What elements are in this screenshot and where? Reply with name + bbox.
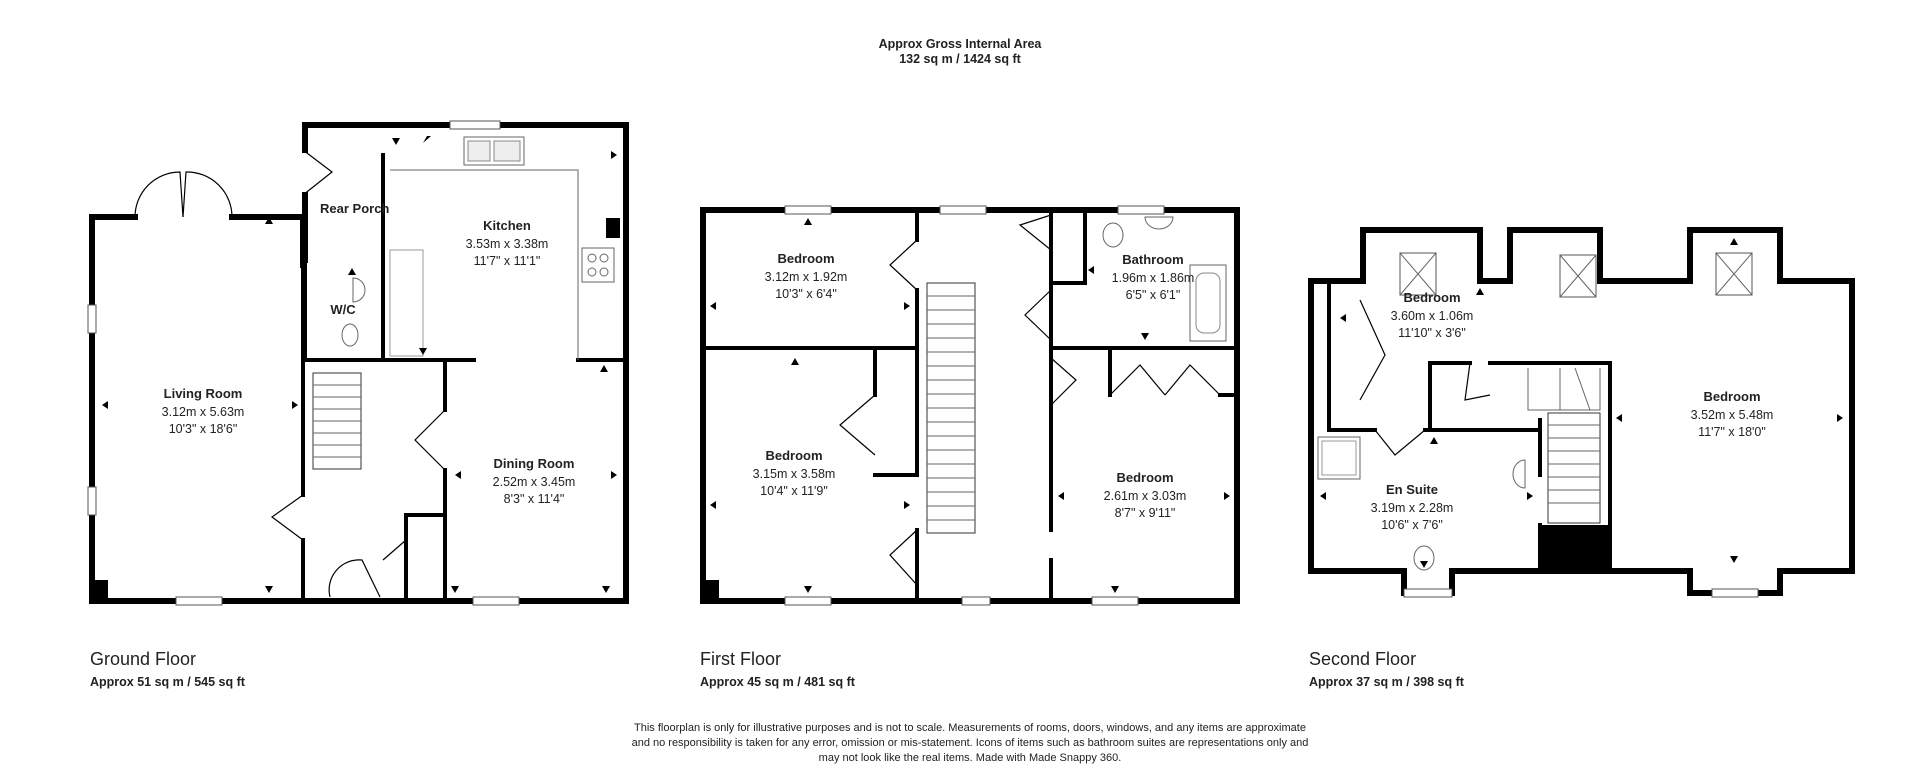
room-bedroom-3-metric: 2.61m x 3.03m	[1104, 489, 1187, 503]
room-bedroom-3-name: Bedroom	[1116, 470, 1173, 485]
room-ensuite-metric: 3.19m x 2.28m	[1371, 501, 1454, 515]
first-floor-title: First Floor	[700, 649, 781, 669]
room-dining-imperial: 8'3" x 11'4"	[504, 492, 565, 506]
room-kitchen-metric: 3.53m x 3.38m	[466, 237, 549, 251]
room-ensuite-imperial: 10'6" x 7'6"	[1381, 518, 1443, 532]
disclaimer-line-3: may not look like the real items. Made w…	[819, 752, 1122, 764]
room-bedroom-small-metric: 3.60m x 1.06m	[1391, 309, 1474, 323]
first-floor-area: Approx 45 sq m / 481 sq ft	[700, 675, 856, 689]
second-floor-plan	[1308, 227, 1855, 598]
room-bedroom-small-name: Bedroom	[1403, 290, 1460, 305]
room-living-imperial: 10'3" x 18'6"	[169, 422, 238, 436]
room-bedroom-2-imperial: 10'4" x 11'9"	[760, 484, 828, 498]
room-kitchen-name: Kitchen	[483, 218, 531, 233]
room-bedroom-large-name: Bedroom	[1703, 389, 1760, 404]
gross-area-label: Approx Gross Internal Area	[879, 37, 1043, 51]
room-dining-metric: 2.52m x 3.45m	[493, 475, 576, 489]
room-bedroom-2-name: Bedroom	[765, 448, 822, 463]
ground-floor-area: Approx 51 sq m / 545 sq ft	[90, 675, 246, 689]
room-rear-porch-name: Rear Porch	[320, 201, 389, 216]
room-bedroom-small-imperial: 11'10" x 3'6"	[1398, 326, 1466, 340]
first-floor-plan	[700, 205, 1240, 606]
disclaimer-line-1: This floorplan is only for illustrative …	[634, 722, 1306, 734]
room-bedroom-1-metric: 3.12m x 1.92m	[765, 270, 848, 284]
second-floor-area: Approx 37 sq m / 398 sq ft	[1309, 675, 1465, 689]
room-living-metric: 3.12m x 5.63m	[162, 405, 245, 419]
room-bathroom-imperial: 6'5" x 6'1"	[1126, 288, 1181, 302]
room-bedroom-3-imperial: 8'7" x 9'11"	[1115, 506, 1176, 520]
gross-area-value: 132 sq m / 1424 sq ft	[899, 52, 1021, 66]
room-wc-name: W/C	[330, 302, 356, 317]
room-ensuite-name: En Suite	[1386, 482, 1438, 497]
room-bedroom-large-metric: 3.52m x 5.48m	[1691, 408, 1774, 422]
room-dining-name: Dining Room	[494, 456, 575, 471]
room-living-name: Living Room	[164, 386, 243, 401]
room-bedroom-large-imperial: 11'7" x 18'0"	[1698, 425, 1766, 439]
ground-floor-plan	[87, 120, 629, 606]
room-bedroom-2-metric: 3.15m x 3.58m	[753, 467, 836, 481]
room-bedroom-1-imperial: 10'3" x 6'4"	[775, 287, 837, 301]
disclaimer-line-2: and no responsibility is taken for any e…	[632, 737, 1309, 749]
room-bedroom-1-name: Bedroom	[777, 251, 834, 266]
second-floor-title: Second Floor	[1309, 649, 1416, 669]
room-bathroom-name: Bathroom	[1122, 252, 1183, 267]
room-kitchen-imperial: 11'7" x 11'1"	[474, 254, 541, 268]
ground-floor-title: Ground Floor	[90, 649, 196, 669]
room-bathroom-metric: 1.96m x 1.86m	[1112, 271, 1195, 285]
